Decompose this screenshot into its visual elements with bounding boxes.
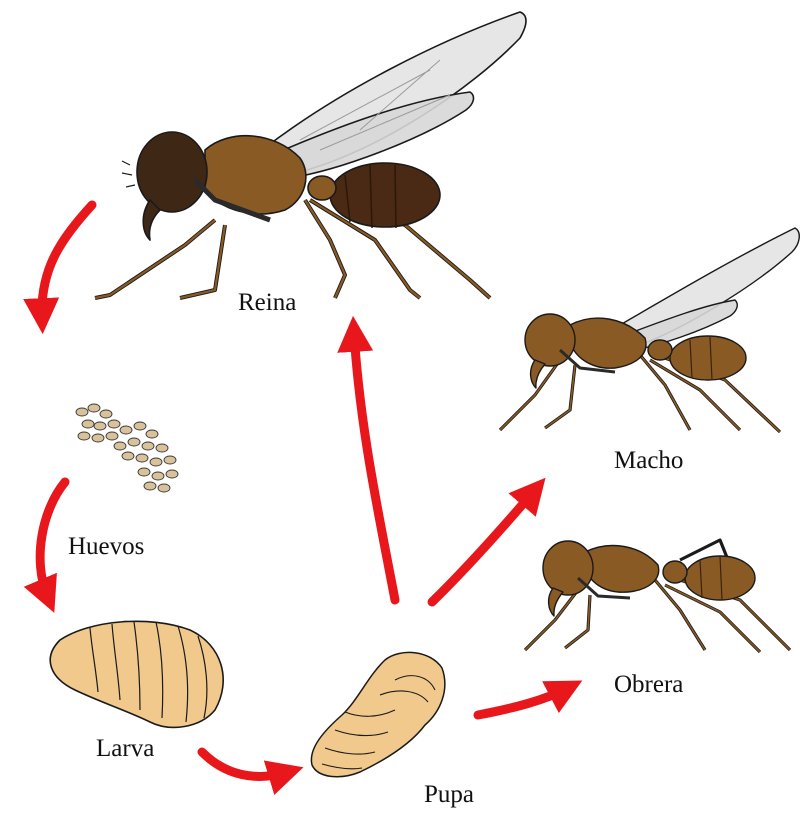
arrow-pupa-to-worker bbox=[478, 688, 568, 715]
arrow-pupa-to-male bbox=[432, 490, 535, 602]
arrow-pupa-to-queen bbox=[354, 332, 395, 600]
label-pupa: Pupa bbox=[424, 782, 474, 807]
larva bbox=[50, 621, 223, 727]
arrow-larva-to-pupa bbox=[202, 752, 288, 776]
worker-ant bbox=[525, 540, 790, 652]
arrow-queen-to-eggs bbox=[42, 205, 92, 318]
arrow-eggs-to-larva bbox=[40, 482, 65, 598]
queen-ant bbox=[95, 12, 526, 298]
male-ant bbox=[500, 228, 799, 432]
label-male: Macho bbox=[614, 448, 683, 473]
label-worker: Obrera bbox=[614, 672, 683, 697]
label-eggs: Huevos bbox=[68, 534, 144, 559]
label-larva: Larva bbox=[96, 736, 154, 761]
egg-cluster bbox=[76, 404, 178, 492]
pupa bbox=[311, 652, 444, 776]
label-queen: Reina bbox=[238, 290, 296, 315]
